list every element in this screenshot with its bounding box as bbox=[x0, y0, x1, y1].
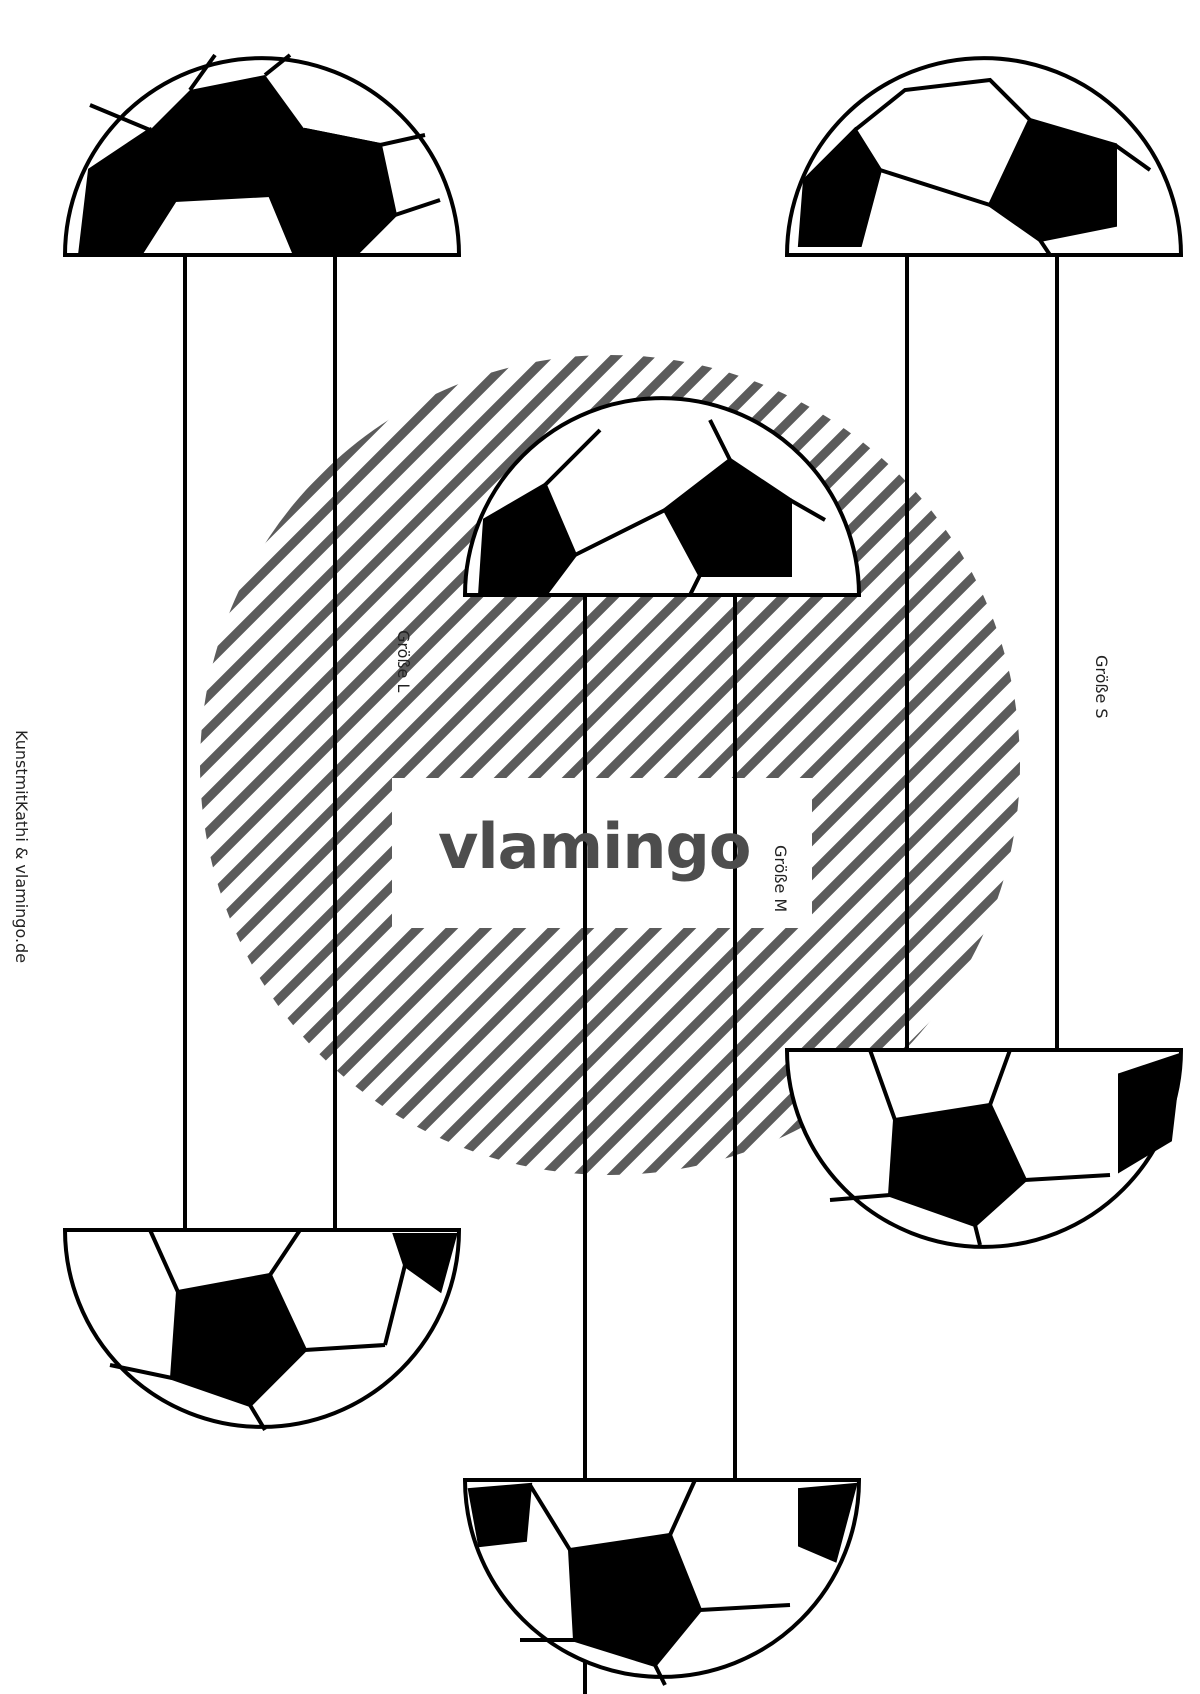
credit-text: KunstmitKathi & vlamingo.de bbox=[12, 730, 31, 963]
hatch-line bbox=[450, 355, 1020, 1175]
hatch-line bbox=[200, 355, 844, 1175]
hatch-line bbox=[200, 355, 708, 1175]
soccer-ball-half-icon bbox=[462, 396, 862, 597]
soccer-ball-half-icon bbox=[784, 1048, 1184, 1249]
hatch-line bbox=[200, 355, 878, 1175]
hatch-line bbox=[518, 355, 1020, 1175]
template-medium bbox=[462, 396, 862, 1694]
size-label-m: Größe M bbox=[771, 845, 790, 912]
soccer-ball-half-icon bbox=[784, 56, 1184, 257]
hatch-line bbox=[246, 355, 1020, 1175]
hatch-line bbox=[200, 355, 742, 1175]
watermark-logo-backdrop bbox=[392, 778, 812, 928]
hatch-line bbox=[416, 355, 1020, 1175]
hatch-line bbox=[348, 355, 1020, 1175]
hatch-line bbox=[280, 355, 1020, 1175]
hatch-line bbox=[586, 355, 1020, 1175]
soccer-ball-half-icon bbox=[62, 1228, 462, 1432]
hatch-line bbox=[200, 355, 912, 1175]
hatch-line bbox=[200, 355, 776, 1175]
hatch-line bbox=[382, 355, 1020, 1175]
hatch-line bbox=[484, 355, 1020, 1175]
hatch-line bbox=[212, 355, 1020, 1175]
size-label-s: Größe S bbox=[1092, 655, 1111, 719]
soccer-ball-half-icon bbox=[462, 1478, 862, 1686]
hatch-line bbox=[200, 355, 946, 1175]
soccer-ball-half-icon bbox=[62, 53, 462, 257]
template-small bbox=[784, 56, 1184, 1249]
hatch-line bbox=[200, 355, 674, 1175]
watermark-logo: vlamingo bbox=[438, 810, 750, 883]
template-large bbox=[62, 53, 462, 1432]
hatch-line bbox=[200, 355, 810, 1175]
size-label-l: Größe L bbox=[394, 630, 413, 692]
hatch-line bbox=[1168, 200, 1200, 1300]
hatch-line bbox=[552, 355, 1020, 1175]
hatch-line bbox=[314, 355, 1020, 1175]
